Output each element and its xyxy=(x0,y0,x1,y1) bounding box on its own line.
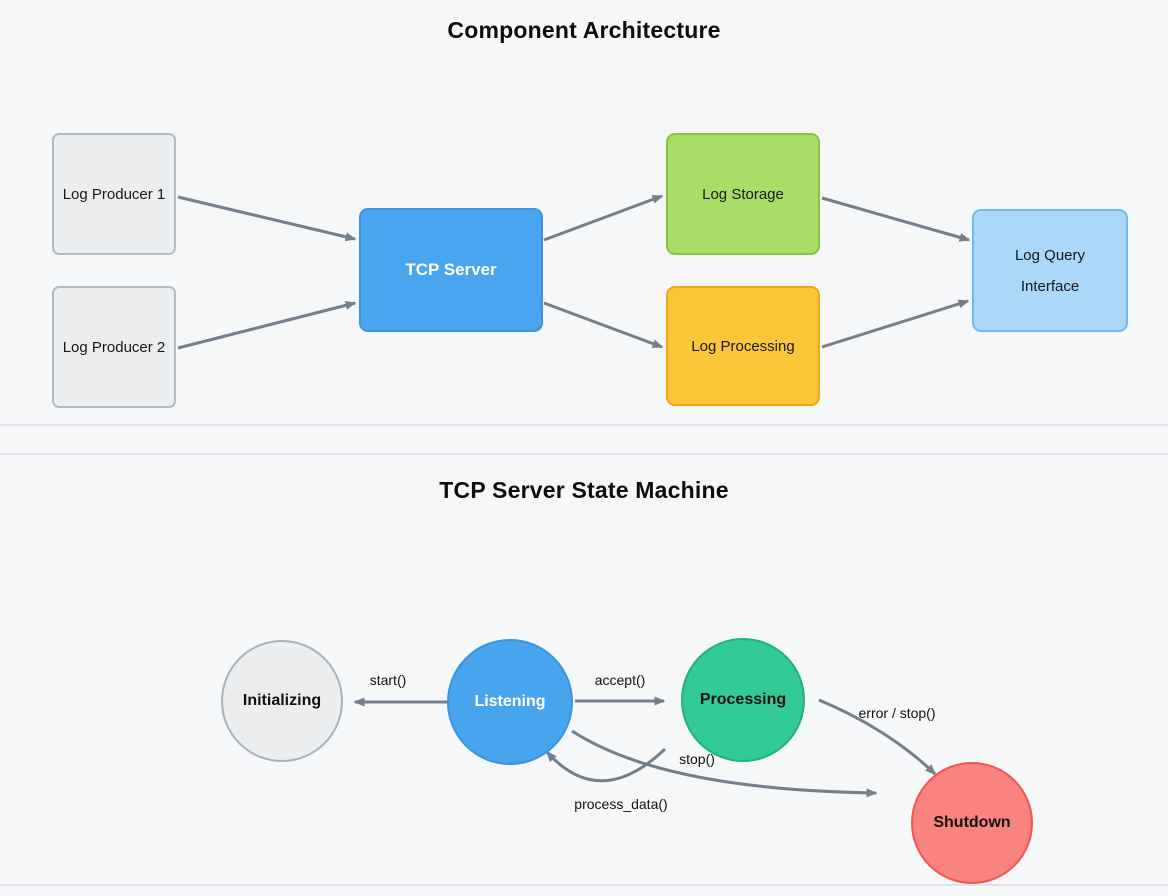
edge-producer1-tcp xyxy=(177,195,357,242)
edge-processing-query xyxy=(821,299,970,349)
transition-label-stop: stop() xyxy=(679,751,715,767)
state-processing: Processing xyxy=(681,638,805,762)
node-label: Log Processing xyxy=(691,337,795,355)
state-label: Shutdown xyxy=(933,814,1011,831)
node-tcp-server: TCP Server xyxy=(359,208,543,332)
node-label: Log Storage xyxy=(702,185,784,203)
node-label: Log Query Interface xyxy=(1014,246,1086,295)
edge-tcp-processing xyxy=(543,301,664,349)
node-log-producer-2: Log Producer 2 xyxy=(52,286,176,408)
architecture-title: Component Architecture xyxy=(447,17,721,43)
state-initializing: Initializing xyxy=(221,640,343,762)
transition-label-error-stop: error / stop() xyxy=(858,705,936,721)
node-log-query-interface: Log Query Interface xyxy=(972,209,1128,332)
state-listening: Listening xyxy=(447,639,573,765)
state-label: Listening xyxy=(474,693,546,710)
state-label: Processing xyxy=(699,691,787,708)
transition-label-start: start() xyxy=(369,672,407,688)
node-label: Log Producer 1 xyxy=(62,185,166,203)
state-shutdown: Shutdown xyxy=(911,762,1033,884)
transition-label-accept: accept() xyxy=(594,672,646,688)
node-label: TCP Server xyxy=(405,260,497,279)
edge-storage-query xyxy=(821,196,971,242)
transition-process-data xyxy=(545,747,667,783)
node-log-processing: Log Processing xyxy=(666,286,820,406)
component-architecture-diagram: Component Architecture Log Producer 1 Lo… xyxy=(0,0,1168,426)
node-label: Log Producer 2 xyxy=(62,338,166,356)
node-log-storage: Log Storage xyxy=(666,133,820,255)
state-label: Initializing xyxy=(242,692,322,709)
node-log-producer-1: Log Producer 1 xyxy=(52,133,176,255)
edge-producer2-tcp xyxy=(177,300,357,350)
state-machine-diagram: TCP Server State Machine Initi xyxy=(0,453,1168,886)
transition-label-process-data: process_data() xyxy=(574,796,668,812)
edge-tcp-storage xyxy=(543,194,664,242)
state-machine-title: TCP Server State Machine xyxy=(439,477,729,503)
